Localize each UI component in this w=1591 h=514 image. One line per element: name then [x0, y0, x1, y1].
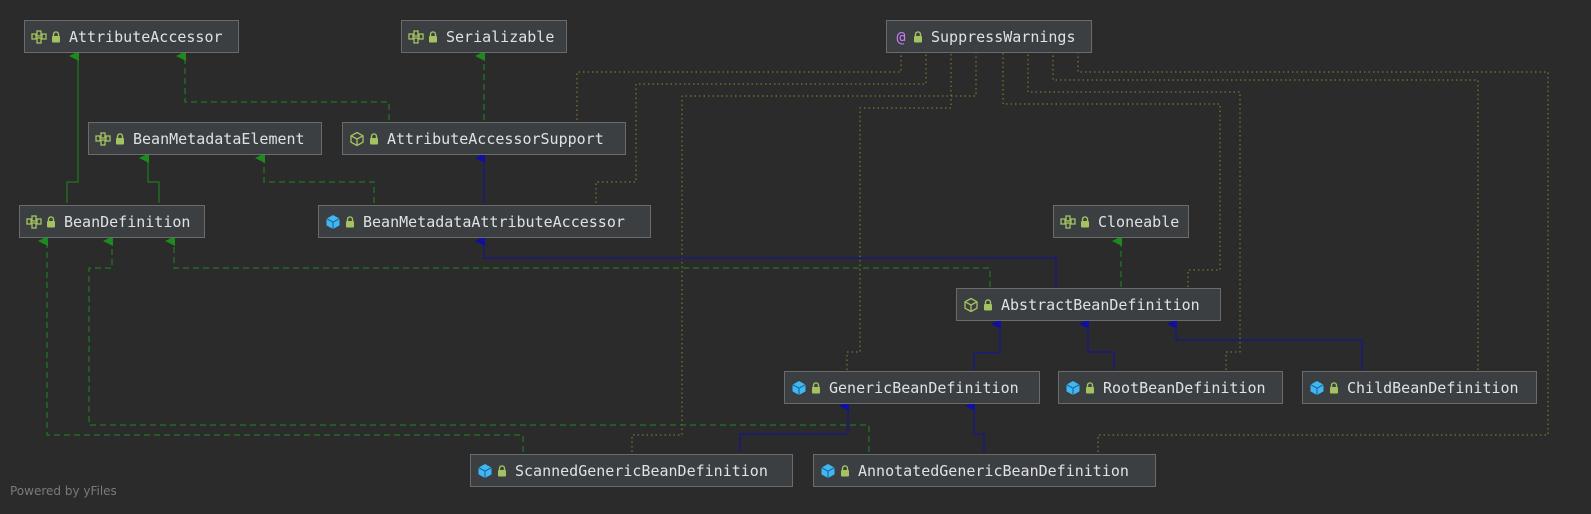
node-bean-definition[interactable]: BeanDefinition — [19, 205, 205, 238]
lock-icon — [47, 215, 55, 227]
edge-annotated-generic — [965, 401, 985, 452]
lock-icon — [812, 381, 820, 393]
lock-icon — [914, 30, 922, 42]
node-label: RootBeanDefinition — [1103, 378, 1266, 397]
node-attribute-accessor[interactable]: AttributeAccessor — [24, 20, 239, 53]
node-generic-bean-definition[interactable]: GenericBeanDefinition — [784, 371, 1040, 404]
class-icon — [326, 214, 340, 229]
node-root-bean-definition[interactable]: RootBeanDefinition — [1058, 371, 1283, 404]
node-suppress-warnings[interactable]: @ SuppressWarnings — [886, 20, 1092, 53]
edge-bmaa-beanmetadataelement — [255, 153, 375, 203]
lock-icon — [52, 30, 60, 42]
node-attribute-accessor-support[interactable]: AttributeAccessorSupport — [342, 122, 626, 155]
edge-abd-beandefinition — [165, 236, 991, 287]
lock-icon — [1086, 381, 1094, 393]
lock-icon — [1081, 215, 1089, 227]
lock-icon — [370, 132, 378, 144]
lock-icon — [984, 298, 992, 310]
lock-icon — [429, 30, 437, 42]
edge-abd-bmaa — [475, 236, 1057, 287]
class-icon — [478, 463, 492, 478]
edge-root-abd — [1079, 319, 1115, 370]
node-cloneable[interactable]: Cloneable — [1053, 205, 1189, 238]
node-label: BeanMetadataAttributeAccessor — [363, 212, 625, 231]
node-child-bean-definition[interactable]: ChildBeanDefinition — [1302, 371, 1537, 404]
node-label: SuppressWarnings — [931, 27, 1076, 46]
abstract-class-icon — [350, 131, 364, 146]
lock-icon — [841, 464, 849, 476]
interface-icon — [1060, 214, 1076, 229]
node-label: AttributeAccessor — [69, 27, 223, 46]
node-serializable[interactable]: Serializable — [401, 20, 567, 53]
interface-icon — [408, 29, 424, 44]
lock-icon — [1330, 381, 1338, 393]
watermark: Powered by yFiles — [10, 484, 117, 498]
node-label: BeanDefinition — [64, 212, 191, 231]
edge-beandefinition-beanmetadataelement — [139, 153, 160, 203]
node-annotated-generic-bean-definition[interactable]: AnnotatedGenericBeanDefinition — [813, 454, 1156, 487]
edge-generic-suppresswarnings — [846, 53, 952, 370]
edge-annotated-suppresswarnings — [1077, 53, 1549, 452]
edge-beandefinition-attributeaccessor — [66, 51, 79, 203]
edge-root-suppresswarnings — [1027, 53, 1241, 370]
interface-icon — [31, 29, 47, 44]
class-icon — [1066, 380, 1080, 395]
node-bean-metadata-attribute-accessor[interactable]: BeanMetadataAttributeAccessor — [318, 205, 651, 238]
edge-bmaa-suppresswarnings — [595, 53, 927, 203]
node-label: Serializable — [446, 27, 555, 46]
edge-abd-suppresswarnings — [1002, 53, 1221, 287]
node-label: AnnotatedGenericBeanDefinition — [858, 461, 1129, 480]
edge-generic-abd — [973, 319, 1001, 370]
edge-child-suppresswarnings — [1052, 53, 1479, 370]
node-label: Cloneable — [1098, 212, 1180, 231]
lock-icon — [498, 464, 506, 476]
class-icon — [1310, 380, 1324, 395]
edge-scanned-beandefinition — [38, 236, 524, 452]
edge-aas-suppresswarnings — [576, 53, 902, 120]
node-label: GenericBeanDefinition — [829, 378, 1019, 397]
edge-scanned-generic — [739, 401, 849, 452]
annotation-icon: @ — [896, 27, 906, 46]
class-icon — [792, 380, 806, 395]
edge-aas-attributeaccessor — [176, 51, 390, 120]
abstract-class-icon — [964, 297, 978, 312]
interface-icon — [95, 131, 111, 146]
node-label: AbstractBeanDefinition — [1001, 295, 1200, 314]
node-label: ScannedGenericBeanDefinition — [515, 461, 768, 480]
lock-icon — [116, 132, 124, 144]
node-label: ChildBeanDefinition — [1347, 378, 1519, 397]
interface-icon — [26, 214, 42, 229]
node-abstract-bean-definition[interactable]: AbstractBeanDefinition — [956, 288, 1221, 321]
node-label: AttributeAccessorSupport — [387, 129, 604, 148]
edge-scanned-suppresswarnings — [631, 53, 977, 452]
lock-icon — [346, 215, 354, 227]
node-scanned-generic-bean-definition[interactable]: ScannedGenericBeanDefinition — [470, 454, 793, 487]
class-icon — [821, 463, 835, 478]
edge-annotated-beandefinition — [88, 236, 870, 452]
node-bean-metadata-element[interactable]: BeanMetadataElement — [88, 122, 322, 155]
node-label: BeanMetadataElement — [133, 129, 305, 148]
edge-child-abd — [1167, 319, 1363, 370]
